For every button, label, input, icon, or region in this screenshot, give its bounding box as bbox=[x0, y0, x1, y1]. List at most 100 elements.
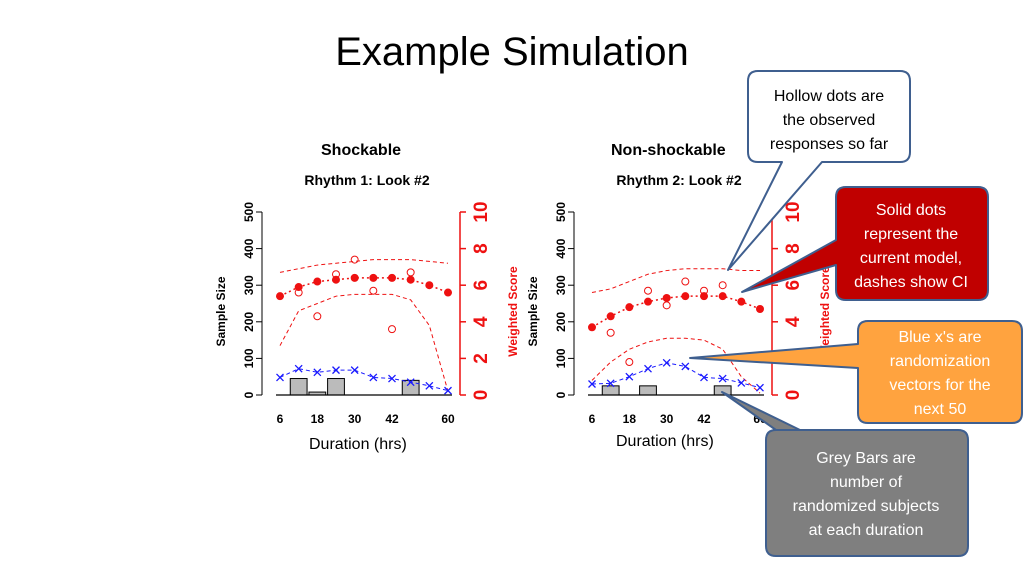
sample-bar bbox=[601, 385, 620, 396]
y2-tick-label: 4 bbox=[783, 316, 804, 327]
callout-blue-line: Blue x's are bbox=[898, 329, 981, 346]
blue-x-mark bbox=[369, 373, 378, 382]
callout-hollow-line: the observed bbox=[783, 112, 876, 129]
hollow-dot bbox=[681, 277, 690, 286]
blue-x-mark bbox=[313, 368, 322, 377]
blue-x-mark bbox=[350, 366, 359, 375]
y-tick-label: 100 bbox=[554, 348, 568, 368]
blue-x-mark bbox=[700, 373, 708, 382]
blue-x-mark bbox=[737, 378, 746, 387]
blue-x-mark bbox=[756, 383, 764, 392]
x-tick-label: 30 bbox=[660, 412, 674, 426]
hollow-dot bbox=[625, 358, 634, 367]
solid-dot bbox=[700, 292, 708, 301]
chart-title: Rhythm 2: Look #2 bbox=[616, 172, 741, 188]
y-axis-label: Sample Size bbox=[214, 276, 228, 346]
x-tick-label: 18 bbox=[311, 412, 325, 426]
blue-x-mark bbox=[662, 358, 671, 367]
slide-title: Example Simulation bbox=[335, 30, 689, 74]
y2-tick-label: 6 bbox=[471, 280, 492, 291]
callout-grey-line: Grey Bars are bbox=[816, 450, 916, 467]
blue-x-mark bbox=[625, 372, 634, 381]
blue-x-mark bbox=[644, 364, 652, 373]
y2-tick-label: 4 bbox=[471, 316, 492, 327]
y-axis-label: Sample Size bbox=[526, 276, 540, 346]
solid-dot bbox=[588, 323, 596, 332]
solid-dot bbox=[388, 273, 396, 282]
solid-dot bbox=[406, 275, 415, 284]
y2-axis-label: Weighted Score bbox=[818, 266, 832, 357]
y-tick-label: 400 bbox=[242, 238, 256, 258]
hollow-dot bbox=[662, 301, 671, 310]
solid-dot bbox=[662, 294, 671, 303]
y2-tick-label: 8 bbox=[471, 243, 492, 254]
chart-title: Rhythm 1: Look #2 bbox=[304, 172, 429, 188]
callout-blue-shape bbox=[689, 320, 1023, 424]
blue-x-mark bbox=[332, 366, 340, 375]
hollow-dot bbox=[388, 325, 396, 334]
solid-dot bbox=[737, 297, 746, 306]
panel-heading-non-shockable: Non-shockable bbox=[611, 142, 726, 159]
x-tick-label: 42 bbox=[385, 412, 399, 426]
x-caption-shockable: Duration (hrs) bbox=[309, 436, 407, 453]
callout-hollow-line: responses so far bbox=[770, 136, 889, 153]
y-tick-label: 100 bbox=[242, 348, 256, 368]
y-tick-label: 200 bbox=[242, 311, 256, 331]
solid-dot bbox=[644, 297, 652, 306]
solid-dot bbox=[606, 312, 615, 321]
callout-grey: Grey Bars are number of randomized subject… bbox=[721, 391, 969, 557]
callout-solid-shape bbox=[741, 186, 989, 301]
solid-dot bbox=[276, 292, 284, 301]
blue-x-mark bbox=[444, 386, 452, 395]
callout-hollow-line: Hollow dots are bbox=[774, 88, 884, 105]
sample-bar bbox=[289, 378, 308, 396]
solid-dot bbox=[444, 288, 452, 297]
hollow-dot bbox=[350, 255, 359, 264]
chart-2: Rhythm 2: Look #20100200300400500Sample … bbox=[526, 172, 832, 426]
hollow-dot bbox=[294, 288, 303, 297]
y-tick-label: 400 bbox=[554, 238, 568, 258]
x-tick-label: 42 bbox=[697, 412, 711, 426]
solid-dot bbox=[756, 304, 764, 313]
solid-dot bbox=[625, 303, 634, 312]
blue-x-mark bbox=[294, 364, 303, 373]
ci-lower-line bbox=[591, 337, 761, 394]
x-tick-label: 6 bbox=[277, 412, 284, 426]
sample-bar bbox=[639, 385, 657, 396]
x-tick-label: 18 bbox=[623, 412, 637, 426]
hollow-dot bbox=[606, 328, 615, 337]
hollow-dot bbox=[718, 281, 727, 290]
hollow-dot bbox=[700, 286, 708, 295]
hollow-dot bbox=[332, 270, 340, 279]
blue-x-mark bbox=[276, 373, 284, 382]
y-tick-label: 0 bbox=[554, 391, 568, 398]
callout-blue-line: randomization bbox=[890, 353, 991, 370]
ci-lower-line bbox=[279, 293, 449, 392]
callout-solid-line: dashes show CI bbox=[854, 274, 968, 291]
ci-upper-line bbox=[591, 268, 760, 294]
y2-tick-label: 10 bbox=[783, 201, 804, 222]
solid-dot bbox=[369, 273, 378, 282]
hollow-dot bbox=[406, 268, 415, 277]
callout-blue-line: next 50 bbox=[914, 401, 967, 418]
y2-tick-label: 0 bbox=[783, 390, 804, 401]
model-line bbox=[591, 295, 761, 328]
y2-tick-label: 8 bbox=[783, 243, 804, 254]
callout-solid-line: Solid dots bbox=[876, 202, 946, 219]
hollow-dot bbox=[644, 286, 652, 295]
callout-grey-line: number of bbox=[830, 474, 903, 491]
blue-x-mark bbox=[606, 379, 615, 388]
chart-1: Rhythm 1: Look #20100200300400500Sample … bbox=[214, 172, 520, 426]
callout-grey-shape bbox=[721, 391, 969, 557]
blue-x-mark bbox=[681, 362, 690, 371]
callout-grey-line: randomized subjects bbox=[793, 498, 940, 515]
blue-x-mark bbox=[406, 378, 415, 387]
callout-solid-line: current model, bbox=[860, 250, 962, 267]
hollow-dot bbox=[313, 312, 322, 321]
x-tick-label: 60 bbox=[441, 412, 455, 426]
y2-tick-label: 6 bbox=[783, 280, 804, 291]
y2-tick-label: 2 bbox=[471, 353, 492, 364]
